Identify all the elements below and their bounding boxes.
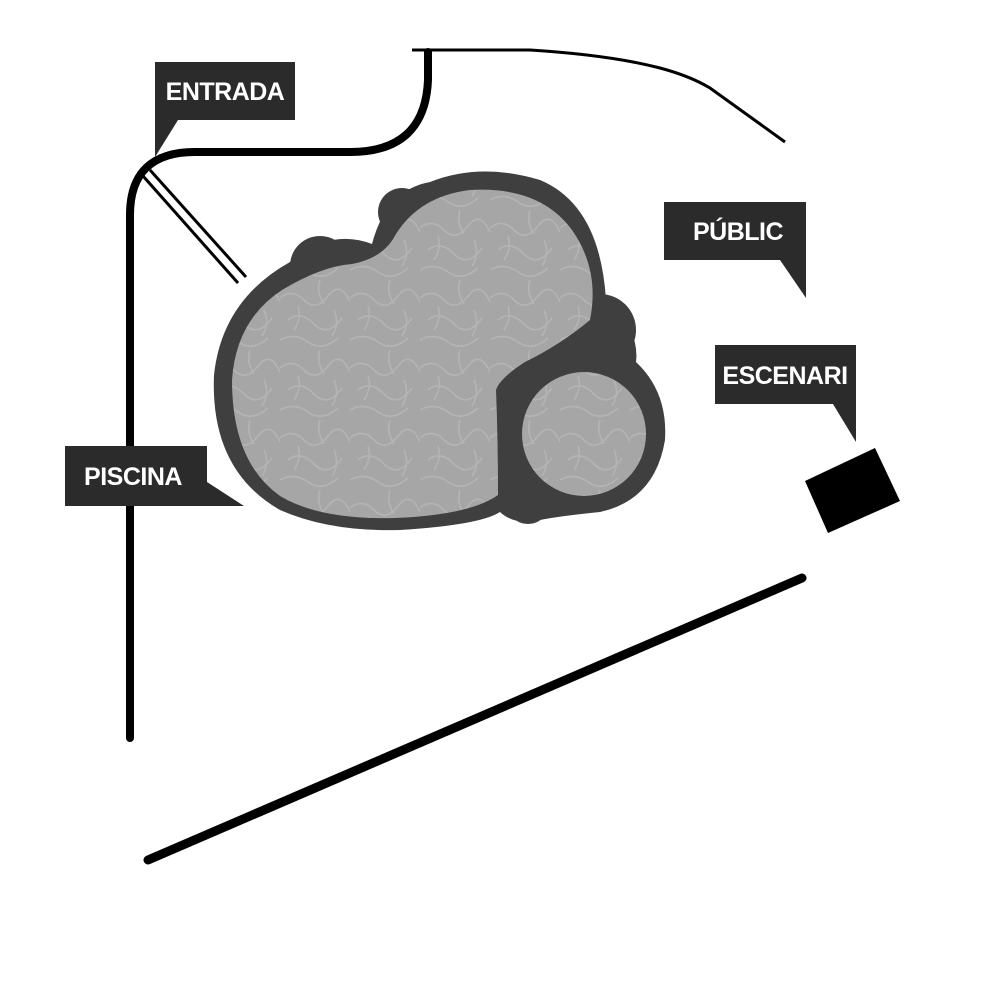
top-boundary-line <box>412 48 786 144</box>
escenari-label: ESCENARI <box>715 345 856 442</box>
entrance-path-line <box>126 48 432 742</box>
entrada-label: ENTRADA <box>155 62 295 157</box>
piscina-label-text: PISCINA <box>84 463 182 491</box>
piscina-label: PISCINA <box>65 446 244 506</box>
public-label: PÚBLIC <box>664 202 806 298</box>
entrada-label-text: ENTRADA <box>166 78 285 106</box>
pool <box>213 171 666 531</box>
pool-water-small <box>522 372 646 496</box>
public-label-text: PÚBLIC <box>693 216 784 246</box>
pool-water-main <box>232 189 593 519</box>
access-line-b <box>148 168 248 279</box>
escenari-label-text: ESCENARI <box>722 362 847 390</box>
bottom-boundary-line <box>143 573 807 865</box>
access-line-a <box>141 175 240 284</box>
stage-block <box>805 448 900 533</box>
